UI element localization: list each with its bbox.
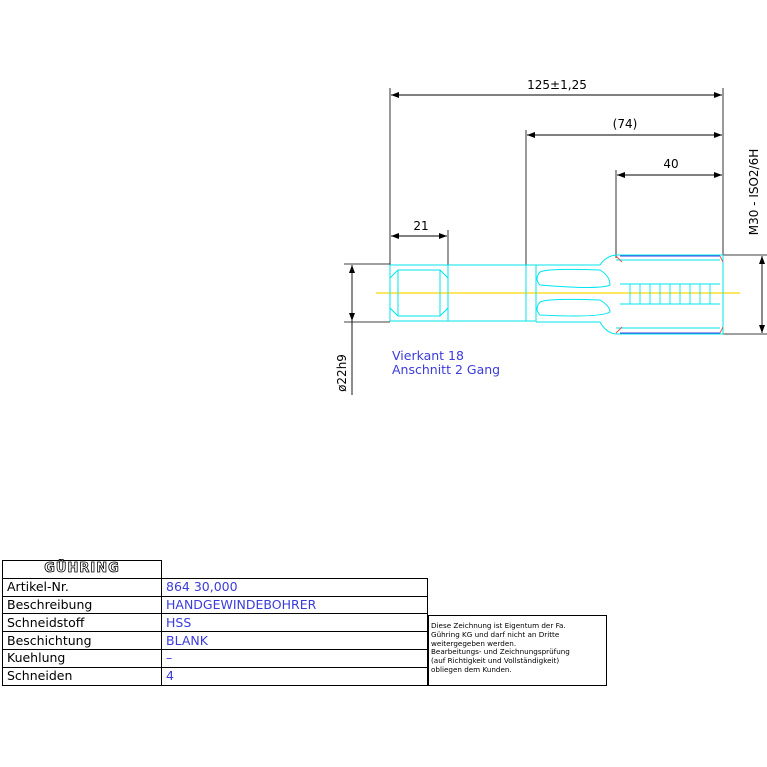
row-value: 864 30,000	[161, 577, 428, 597]
flute-upper	[536, 268, 611, 288]
dim-21-text: 21	[413, 219, 428, 233]
row-label: Artikel-Nr.	[2, 577, 162, 597]
table-row: Schneiden 4	[2, 666, 428, 686]
disclaimer-line: Diese Zeichnung ist Eigentum der Fa.	[431, 621, 566, 630]
table-row: Artikel-Nr. 864 30,000	[2, 577, 428, 597]
note-chamfer: Anschnitt 2 Gang	[392, 362, 500, 377]
title-block: GÜHRING Artikel-Nr. 864 30,000 Beschreib…	[2, 560, 428, 686]
logo-spacer	[161, 560, 428, 579]
chamfer-lines	[615, 255, 724, 334]
flute-lower	[536, 298, 611, 317]
row-label: Beschichtung	[2, 631, 162, 650]
disclaimer-line: obliegen dem Kunden.	[431, 664, 512, 674]
disclaimer-line: Gühring KG und darf nicht an Dritte	[431, 629, 560, 639]
disclaimer-line: weitergegeben werden.	[431, 638, 517, 648]
row-label: Beschreibung	[2, 595, 162, 615]
dim-74-text: (74)	[613, 117, 638, 131]
row-label: Kuehlung	[2, 648, 162, 668]
row-value: –	[161, 648, 428, 668]
disclaimer-box: Diese Zeichnung ist Eigentum der Fa. Güh…	[428, 615, 607, 686]
dim-thread-text: M30 - ISO2/6H	[747, 149, 761, 236]
extension-lines	[344, 88, 767, 335]
dim-40-text: 40	[663, 157, 678, 171]
row-label: Schneiden	[2, 666, 162, 686]
note-square: Vierkant 18	[392, 348, 464, 363]
logo: GÜHRING	[2, 560, 162, 579]
table-row: Schneidstoff HSS	[2, 613, 428, 633]
dimension-lines	[349, 92, 765, 395]
table-row: Kuehlung –	[2, 648, 428, 668]
row-value: HANDGEWINDEBOHRER	[161, 595, 428, 615]
neck	[536, 254, 724, 335]
shank	[447, 264, 537, 322]
tap-outline	[389, 254, 724, 335]
row-value: 4	[161, 666, 428, 686]
row-label: Schneidstoff	[2, 613, 162, 633]
dim-total-text: 125±1,25	[527, 78, 587, 92]
disclaimer-line: (auf Richtigkeit und Vollständigkeit)	[431, 656, 560, 666]
table-row: Beschichtung BLANK	[2, 631, 428, 650]
dim-diameter-text: ø22h9	[335, 354, 349, 392]
thread-section	[616, 259, 720, 329]
row-value: BLANK	[161, 631, 428, 650]
table-row: Beschreibung HANDGEWINDEBOHRER	[2, 595, 428, 615]
row-value: HSS	[161, 613, 428, 633]
thread-lines	[620, 255, 720, 334]
disclaimer-line: Bearbeitungs- und Zeichnungsprüfung	[431, 647, 570, 657]
thread-ticks	[629, 284, 711, 304]
